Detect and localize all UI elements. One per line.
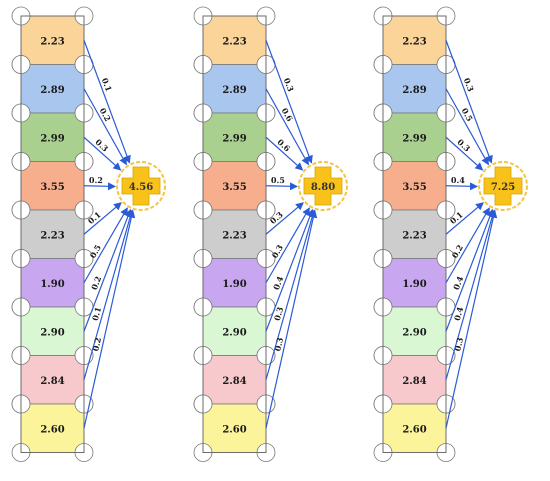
cell-value: 2.89 (402, 85, 426, 96)
weight-arrow (265, 88, 309, 166)
cell-value: 2.84 (402, 376, 426, 387)
weight-label: 0.4 (451, 175, 466, 185)
weight-label: 0.1 (90, 306, 103, 322)
weight-arrow (83, 88, 127, 166)
weight-arrow (265, 182, 299, 191)
cell-value: 2.99 (222, 133, 246, 144)
cell-value: 2.60 (222, 424, 246, 435)
cell-value: 2.89 (40, 85, 64, 96)
weight-arrow (83, 209, 136, 429)
weight-arrow (265, 209, 316, 380)
input-cell: 3.55 (373, 152, 456, 220)
cell-value: 3.55 (222, 182, 246, 193)
weight-label: 0.2 (449, 243, 465, 260)
diagram-1: 2.23 2.89 2.99 3.55 2.23 1.90 2.90 2.84 2.60 0.1 0… (11, 6, 166, 462)
weight-label: 0.4 (271, 274, 285, 291)
cell-value: 2.99 (402, 133, 426, 144)
cell-value: 3.55 (402, 182, 426, 193)
weight-arrow (265, 40, 313, 164)
cell-value: 2.60 (40, 424, 64, 435)
weight-label: 0.2 (98, 106, 114, 123)
weight-label: 0.2 (89, 175, 103, 185)
cell-value: 2.23 (222, 230, 246, 241)
input-cell: 2.60 (193, 394, 276, 462)
cell-value: 2.89 (222, 85, 246, 96)
weight-arrow (445, 202, 484, 235)
weight-label: 0.4 (452, 305, 466, 322)
cell-value: 3.55 (40, 182, 64, 193)
weight-label: 0.3 (462, 76, 476, 93)
input-cell: 2.60 (373, 394, 456, 462)
weight-arrow (265, 202, 304, 235)
weight-arrow (445, 88, 489, 166)
input-cell: 2.60 (11, 394, 94, 462)
weight-label: 0.5 (87, 243, 103, 260)
weight-label: 0.3 (452, 336, 465, 352)
cell-value: 2.60 (402, 424, 426, 435)
weight-arrow (83, 208, 132, 332)
weight-label: 0.3 (282, 76, 296, 93)
weight-label: 0.4 (451, 274, 465, 291)
weight-label: 0.3 (455, 137, 472, 154)
cell-value: 2.90 (40, 327, 64, 338)
weight-arrow (83, 40, 131, 164)
weight-label: 0.5 (271, 175, 285, 185)
cell-value: 2.23 (402, 36, 426, 47)
weight-label: 0.3 (272, 305, 286, 322)
weight-label: 0.2 (89, 275, 103, 292)
weight-arrow (445, 207, 490, 284)
result-value: 4.56 (129, 182, 153, 193)
weight-arrow (445, 182, 479, 191)
cell-value: 2.90 (222, 327, 246, 338)
weight-arrow (83, 202, 122, 235)
weight-label: 0.2 (90, 336, 103, 352)
weight-label: 0.1 (100, 76, 114, 93)
weight-arrow (445, 40, 493, 164)
weight-label: 0.3 (272, 336, 285, 352)
plus-icon (483, 166, 523, 206)
diagram-3: 2.23 2.89 2.99 3.55 2.23 1.90 2.90 2.84 2.60 0.3 0… (373, 6, 528, 462)
diagram-2: 2.23 2.89 2.99 3.55 2.23 1.90 2.90 2.84 2.60 0.3 0… (193, 6, 348, 462)
result-value: 8.80 (311, 182, 335, 193)
cell-value: 2.23 (40, 230, 64, 241)
weight-arrow (445, 209, 498, 429)
weight-arrow (83, 209, 134, 380)
cell-value: 2.23 (222, 36, 246, 47)
weight-arrow (83, 207, 128, 284)
weight-arrow (265, 209, 318, 429)
cell-value: 2.23 (402, 230, 426, 241)
weight-label: 0.6 (275, 137, 292, 154)
weight-label: 0.6 (280, 106, 296, 123)
weight-arrow (265, 208, 314, 332)
result-value: 7.25 (491, 182, 515, 193)
weight-arrow (445, 209, 496, 380)
cell-value: 1.90 (402, 279, 426, 290)
cell-value: 2.99 (40, 133, 64, 144)
cell-value: 2.90 (402, 327, 426, 338)
cell-value: 2.84 (222, 376, 246, 387)
weight-label: 0.3 (269, 242, 285, 259)
cell-value: 2.84 (40, 376, 64, 387)
weight-label: 0.5 (460, 106, 476, 123)
plus-icon (121, 166, 161, 206)
weight-arrow (265, 207, 310, 284)
weight-arrow (83, 136, 122, 171)
cell-value: 1.90 (40, 279, 64, 290)
weight-label: 0.3 (93, 137, 110, 154)
weight-arrow (265, 136, 304, 171)
weight-arrow (445, 136, 484, 171)
weight-arrow (445, 208, 494, 332)
weight-arrow (83, 182, 117, 191)
plus-icon (303, 166, 343, 206)
cell-value: 2.23 (40, 36, 64, 47)
cell-value: 1.90 (222, 279, 246, 290)
